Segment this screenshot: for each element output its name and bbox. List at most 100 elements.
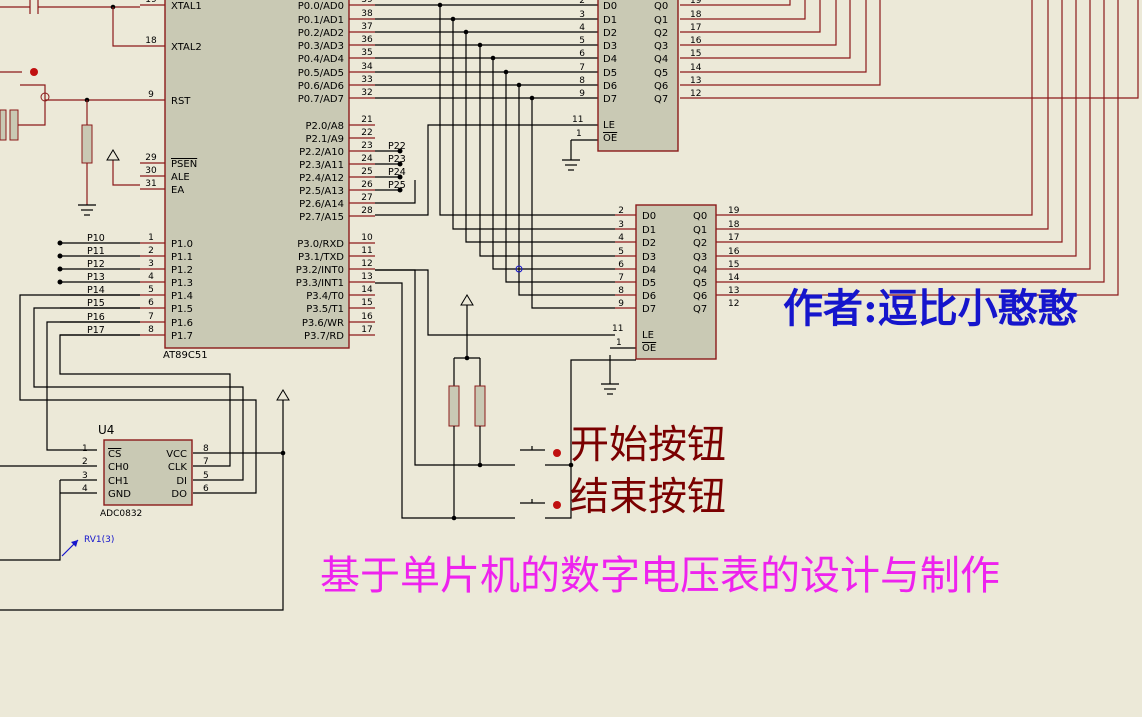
net-junction [397,148,403,154]
latch1-q-num: 13 [690,76,701,86]
adc-pin-num: 5 [203,471,209,481]
p1-net-label: P15 [87,298,105,309]
mcu-pin-name: P2.3/A11 [299,160,344,171]
latch1-q-num: 15 [690,49,701,59]
mcu-pin-num: 11 [361,246,372,256]
data-bus-wires [375,2,636,395]
latch2-d-name: D2 [642,238,656,249]
reset-crystal-circuit [0,0,140,216]
latch1-d-num: 6 [579,49,585,59]
mcu-part-name: AT89C51 [163,350,208,361]
mcu-pin-num: 14 [361,285,373,295]
mcu-pin-num: 32 [361,88,372,98]
mcu-pin-name: XTAL2 [171,42,202,53]
mcu-pin-name: P3.4/T0 [306,291,344,302]
mcu-pin-num: 10 [361,233,373,243]
mcu-pin-num: 36 [361,35,373,45]
mcu-pin-name: P3.2/INT0 [296,265,344,276]
mcu-pin-num: 26 [361,180,373,190]
latch2-q-num: 16 [728,247,740,257]
latch1-d-name: D6 [603,81,617,92]
mcu-pin-num: 5 [148,285,154,295]
mcu-pin-name: P1.4 [171,291,193,302]
latch2-d-num: 9 [618,299,624,309]
latch2-q-name: Q6 [693,291,707,302]
mcu-right-pins: 39P0.0/AD038P0.1/AD137P0.2/AD236P0.3/AD3… [296,0,375,342]
mcu-pin-num: 13 [361,272,372,282]
mcu-pin-name: P1.2 [171,265,193,276]
latch2-le-num: 11 [612,324,623,334]
p1-net-label: P12 [87,259,105,270]
mcu-pin-name: P3.1/TXD [298,252,344,263]
mcu-pin-name: P0.3/AD3 [298,41,344,52]
latch1-q-name: Q5 [654,68,668,79]
latch2-le-name: LE [642,330,654,341]
p1-net-label: P17 [87,325,105,336]
mcu-pin-name: XTAL1 [171,1,202,12]
net-junction [397,174,403,180]
latch2-q-name: Q7 [693,304,707,315]
mcu-chip[interactable]: 19XTAL118XTAL29RST29PSEN30ALE31EA1P1.02P… [140,0,375,361]
adc-pin-num: 2 [82,457,88,467]
p1-net-label: P14 [87,285,105,296]
latch1-d-name: D5 [603,68,617,79]
p1-net-label: P11 [87,246,105,257]
mcu-pin-num: 29 [145,153,157,163]
latch1-q-name: Q7 [654,94,668,105]
latch2-d-num: 7 [618,273,624,283]
latch2-d-name: D7 [642,304,656,315]
mcu-pin-num: 15 [361,298,372,308]
mcu-pin-name: P1.0 [171,239,193,250]
mcu-pin-name: P2.5/A13 [299,186,344,197]
mcu-pin-num: 3 [148,259,154,269]
net-junction [57,279,63,285]
mcu-pin-num: 6 [148,298,154,308]
adc-pin-name: VCC [166,449,187,460]
latch2-q-num: 19 [728,206,740,216]
mcu-pin-name: EA [171,185,184,196]
latch1-d-name: D3 [603,41,617,52]
mcu-pin-num: 24 [361,154,373,164]
mcu-pin-name: P1.7 [171,331,193,342]
adc-pin-name: GND [108,489,131,500]
p2-net-label: P23 [388,154,406,165]
latch1-q-name: Q4 [654,54,668,65]
mcu-pin-num: 30 [145,166,157,176]
mcu-pin-num: 16 [361,312,373,322]
p1-net-label: P13 [87,272,105,283]
mcu-pin-num: 39 [361,0,373,5]
mcu-pin-num: 21 [361,115,372,125]
mcu-pin-name: P0.5/AD5 [298,68,344,79]
mcu-pin-num: 35 [361,48,372,58]
mcu-pin-name: PSEN [171,159,197,170]
latch2-q-num: 15 [728,260,739,270]
mcu-pin-name: P3.3/INT1 [296,278,344,289]
mcu-pin-name: P0.2/AD2 [298,28,344,39]
mcu-pin-name: P1.5 [171,304,193,315]
mcu-pin-num: 33 [361,75,372,85]
latch2-d-num: 8 [618,286,624,296]
mcu-pin-name: P0.4/AD4 [298,54,344,65]
latch2-d-num: 2 [618,206,624,216]
p2-net-label: P22 [388,141,406,152]
latch1-d-name: D1 [603,15,617,26]
mcu-pin-name: P3.0/RXD [297,239,344,250]
latch2-q-name: Q5 [693,278,707,289]
mcu-pin-num: 28 [361,206,373,216]
latch2-q-num: 18 [728,220,740,230]
net-junction [57,253,63,259]
latch1-q-num: 12 [690,89,701,99]
latch1-d-num: 4 [579,23,585,33]
pot-label: RV1(3) [84,535,114,545]
adc-pin-num: 6 [203,484,209,494]
mcu-pin-name: P3.6/WR [302,318,344,329]
